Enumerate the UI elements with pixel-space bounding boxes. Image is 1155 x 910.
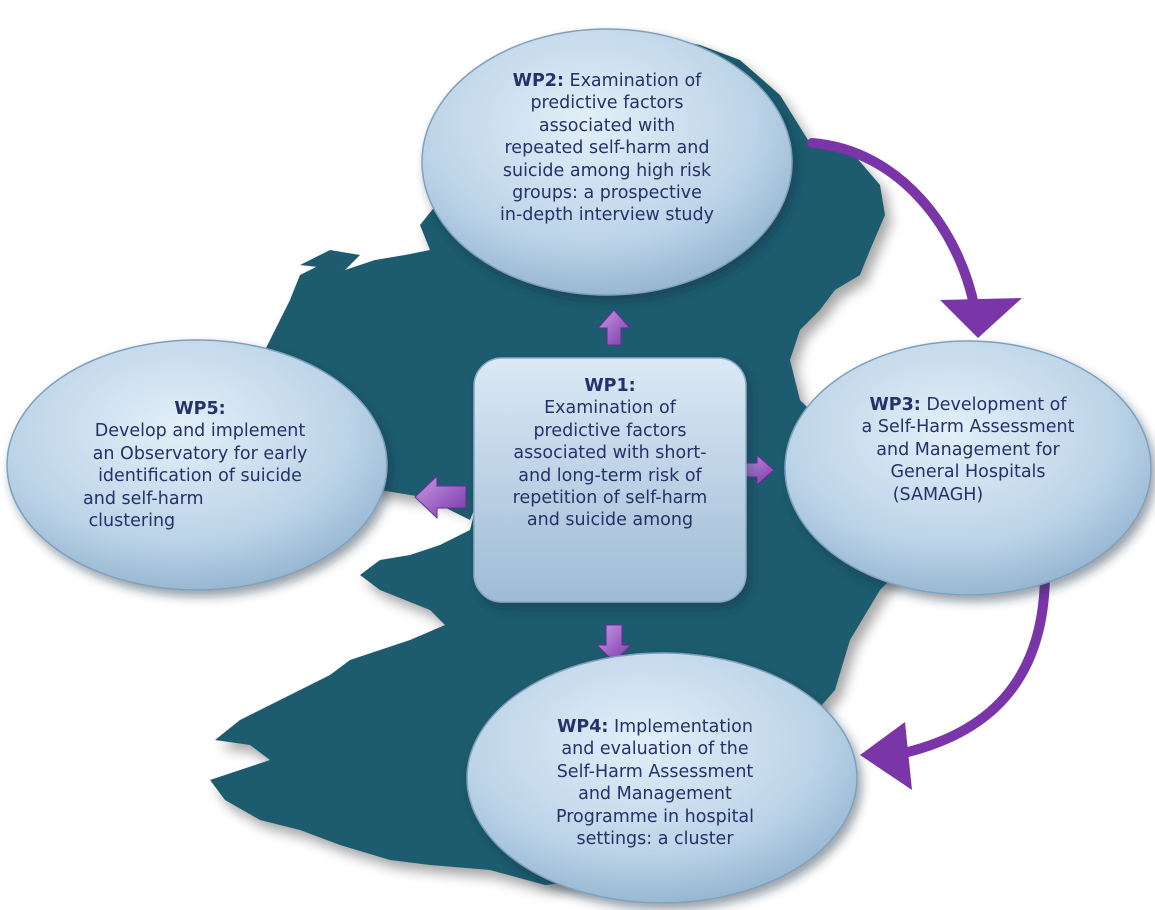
- curved-arrow-wp3-to-wp4: [890, 567, 1050, 760]
- wp2-line-2: associated with: [538, 115, 676, 136]
- curved-arrow-wp2-to-wp3: [807, 138, 980, 315]
- wp3-title: WP3:: [869, 395, 921, 415]
- wp2-node-shape: [421, 28, 793, 296]
- wp3-node-shape: [784, 340, 1152, 596]
- small-arrow-left: [414, 474, 467, 520]
- wp5-line-1: Develop and implement: [94, 421, 306, 442]
- wp1-line-4: and long-term risk of: [518, 465, 702, 486]
- wp1-node-shape: [473, 357, 747, 603]
- wp4-line-2: Self-Harm Assessment: [556, 761, 754, 782]
- wp1-line-1: Examination of: [544, 398, 676, 419]
- wp2-text: WP2: Examination of predictive factors a…: [462, 70, 752, 227]
- wp4-text: WP4: Implementation and evaluation of th…: [505, 716, 805, 850]
- wp1-title: WP1:: [584, 376, 636, 396]
- curved-arrow-wp3-to-wp4-head: [860, 722, 912, 790]
- wp5-line-3: identification of suicide: [98, 466, 302, 487]
- wp5-line-4: and self-harm: [83, 488, 204, 509]
- wp4-line-5: settings: a cluster: [576, 829, 734, 850]
- wp1-line-5: repetition of self-harm: [512, 488, 708, 509]
- wp4-node-shape: [466, 652, 858, 904]
- wp3-line-1: a Self-Harm Assessment: [861, 417, 1075, 438]
- small-arrow-up: [596, 309, 632, 346]
- wp2-line-5: groups: a prospective: [512, 183, 702, 204]
- wp2-line-4: suicide among high risk: [502, 160, 712, 181]
- wp4-title-rest: Implementation: [608, 717, 753, 737]
- small-arrow-down: [595, 624, 633, 663]
- wp5-node-shape: [6, 339, 388, 591]
- wp2-title: WP2:: [512, 71, 564, 91]
- wp1-line-3: associated with short-: [513, 443, 707, 464]
- wp5-text: WP5: Develop and implement an Observator…: [55, 398, 345, 532]
- wp4-title: WP4:: [557, 717, 609, 737]
- wp3-text: WP3: Development of a Self-Harm Assessme…: [818, 394, 1118, 506]
- wp4-line-1: and evaluation of the: [561, 739, 749, 760]
- wp3-line-4: (SAMAGH): [892, 484, 984, 505]
- wp1-line-2: predictive factors: [533, 420, 687, 441]
- wp4-line-0: WP4: Implementation: [557, 716, 753, 738]
- wp3-line-2: and Management for: [876, 439, 1060, 460]
- wp1-text: WP1: Examination of predictive factors a…: [478, 375, 742, 532]
- wp4-line-3: and Management: [578, 784, 732, 805]
- wp1-line-6: and suicide among: [526, 510, 694, 531]
- wp2-line-1: predictive factors: [530, 93, 684, 114]
- wp3-line-3: General Hospitals: [890, 462, 1046, 483]
- wp2-line-6: in-depth interview study: [500, 205, 714, 226]
- wp2-title-rest: Examination of: [563, 71, 702, 91]
- wp3-line-0: WP3: Development of: [869, 394, 1066, 416]
- wp2-line-0: WP2: Examination of: [513, 70, 702, 92]
- wp4-line-4: Programme in hospital: [555, 806, 755, 827]
- wp5-line-5: clustering: [83, 511, 176, 532]
- curved-arrow-wp2-to-wp3-head: [940, 298, 1022, 338]
- wp3-title-rest: Development of: [920, 395, 1067, 415]
- wp5-line-2: an Observatory for early: [92, 443, 308, 464]
- wp5-title: WP5:: [174, 399, 226, 419]
- wp2-line-3: repeated self-harm and: [504, 138, 710, 159]
